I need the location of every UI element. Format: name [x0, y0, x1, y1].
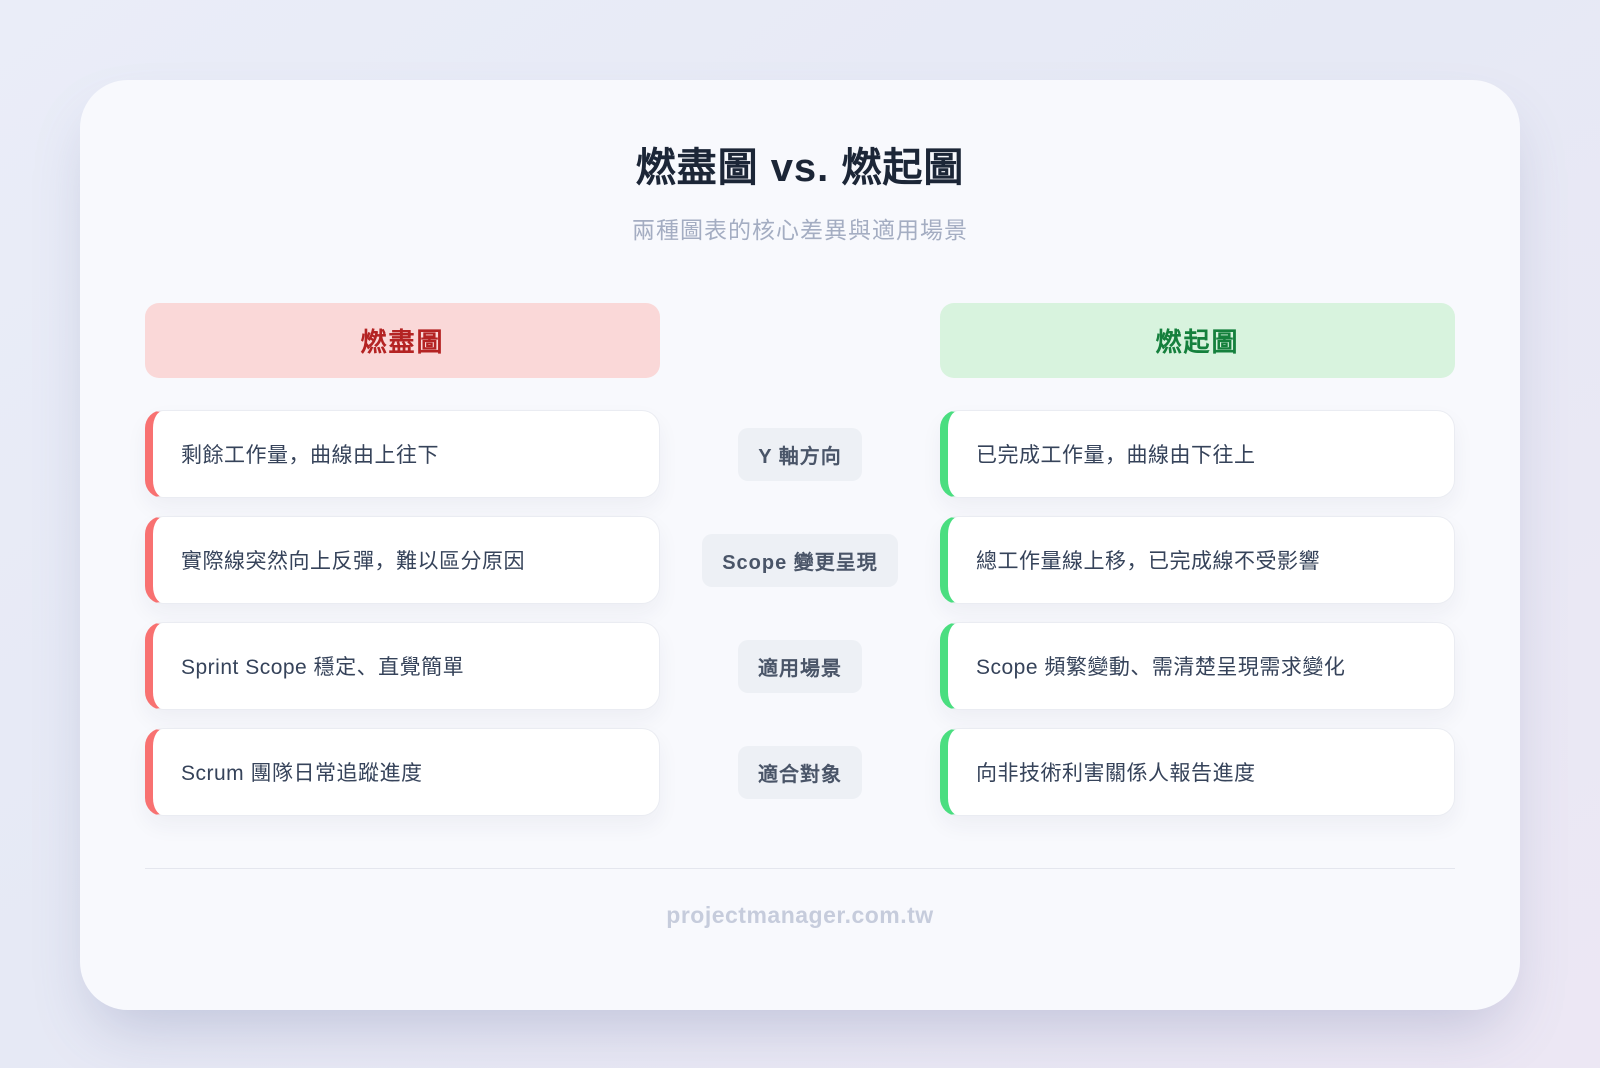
burnup-item-scope-change: 總工作量線上移，已完成線不受影響 [940, 516, 1455, 604]
dimension-label-y-axis: Y 軸方向 [738, 427, 862, 481]
header-spacer [660, 303, 940, 378]
footer-divider [145, 868, 1455, 869]
footer-site-name: projectmanager.com.tw [666, 902, 934, 928]
page-subtitle: 兩種圖表的核心差異與適用場景 [632, 217, 968, 243]
dimension-cell: Scope 變更呈現 [660, 516, 940, 604]
column-headers: 燃盡圖 燃起圖 [145, 303, 1455, 378]
page-title: 燃盡圖 vs. 燃起圖 [635, 146, 965, 190]
burndown-item-scope-change: 實際線突然向上反彈，難以區分原因 [145, 516, 660, 604]
dimension-cell: 適合對象 [660, 728, 940, 816]
comparison-panel: 燃盡圖 vs. 燃起圖 兩種圖表的核心差異與適用場景 燃盡圖 燃起圖 剩餘工作量… [80, 80, 1520, 1010]
burndown-item-audience: Scrum 團隊日常追蹤進度 [145, 728, 660, 816]
burnup-item-y-axis: 已完成工作量，曲線由下往上 [940, 410, 1455, 498]
burndown-item-use-case: Sprint Scope 穩定、直覺簡單 [145, 622, 660, 710]
dimension-label-use-case: 適用場景 [738, 639, 862, 693]
dimension-label-audience: 適合對象 [738, 745, 862, 799]
dimension-label-scope-change: Scope 變更呈現 [702, 533, 898, 587]
burndown-item-y-axis: 剩餘工作量，曲線由上往下 [145, 410, 660, 498]
burnup-column-header: 燃起圖 [940, 303, 1455, 378]
burnup-item-audience: 向非技術利害關係人報告進度 [940, 728, 1455, 816]
burndown-column-header: 燃盡圖 [145, 303, 660, 378]
dimension-cell: Y 軸方向 [660, 410, 940, 498]
burnup-item-use-case: Scope 頻繁變動、需清楚呈現需求變化 [940, 622, 1455, 710]
comparison-rows: 剩餘工作量，曲線由上往下 Y 軸方向 已完成工作量，曲線由下往上 實際線突然向上… [145, 410, 1455, 816]
dimension-cell: 適用場景 [660, 622, 940, 710]
